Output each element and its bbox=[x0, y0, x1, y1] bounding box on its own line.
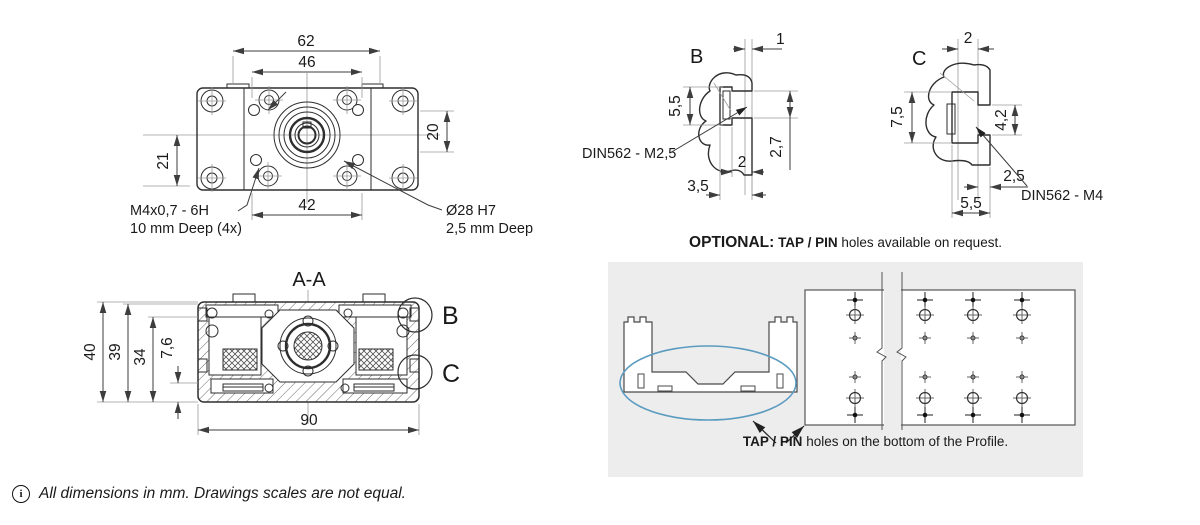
section-aa-title: A-A bbox=[292, 269, 326, 291]
detail-b-nut-label: DIN562 - M2,5 bbox=[582, 146, 676, 162]
footer-text: All dimensions in mm. Drawings scales ar… bbox=[39, 485, 406, 502]
detail-circle-c-label: C bbox=[442, 360, 460, 388]
detail-c-nut-label: DIN562 - M4 bbox=[1021, 188, 1103, 204]
break-line-left bbox=[876, 272, 887, 430]
dim-20-label: 20 bbox=[425, 123, 442, 141]
panel-caption: TAP / PIN holes on the bottom of the Pro… bbox=[668, 434, 1083, 449]
thread-label-line1: M4x0,7 - 6H bbox=[130, 203, 209, 219]
detail-c-chamfer-line bbox=[939, 72, 975, 102]
dim-39-label: 39 bbox=[107, 343, 124, 360]
tap-pin-hole-grid bbox=[846, 292, 1031, 423]
detail-b-chamfer-line bbox=[713, 82, 732, 112]
detail-b-title: B bbox=[690, 46, 703, 68]
dim-42-label: 42 bbox=[298, 197, 315, 214]
optional-heading: OPTIONAL: bbox=[689, 234, 775, 251]
dim-34-label: 34 bbox=[132, 348, 149, 366]
dim-b27-label: 2,7 bbox=[768, 136, 785, 158]
profile-cross-section bbox=[623, 316, 798, 393]
section-aa-features bbox=[197, 293, 420, 392]
caption-arrow-right bbox=[785, 425, 805, 444]
optional-panel: TAP / PIN holes on the bottom of the Pro… bbox=[608, 262, 1083, 477]
bore-leader-line bbox=[343, 160, 443, 211]
dim-b1-label: 1 bbox=[776, 31, 785, 48]
bore-label-line2: 2,5 mm Deep bbox=[446, 221, 533, 237]
detail-c-drawing: C 2 7,5 4,2 2,5 5,5 DIN562 - M4 bbox=[889, 30, 1103, 218]
optional-note: OPTIONAL: TAP / PIN holes available on r… bbox=[608, 234, 1083, 252]
thread-leader-arrow2 bbox=[267, 91, 287, 111]
detail-c-nut-leader bbox=[975, 126, 1028, 187]
thread-leader-line bbox=[237, 167, 260, 212]
dim-76-label: 7,6 bbox=[159, 337, 176, 359]
dim-c25-label: 2,5 bbox=[1003, 168, 1025, 185]
dim-46-label: 46 bbox=[298, 54, 315, 71]
break-line-right bbox=[896, 272, 907, 430]
panel-drawing bbox=[619, 270, 1076, 444]
bore-label-line1: Ø28 H7 bbox=[446, 203, 496, 219]
dim-c2-label: 2 bbox=[964, 30, 973, 47]
info-icon: i bbox=[12, 485, 30, 503]
section-aa-block-right bbox=[358, 348, 394, 371]
detail-b-drawing: B 1 5,5 2,7 2 3,5 DIN562 - M2,5 bbox=[582, 31, 798, 200]
hole-plate bbox=[804, 289, 1076, 426]
section-aa-drawing: A-A bbox=[82, 269, 460, 435]
detail-b-nut bbox=[722, 90, 731, 120]
top-view-drawing: 62 46 20 21 42 M4x0,7 - 6H 10 mm Deep (4… bbox=[130, 33, 533, 237]
caption-arrow-left bbox=[752, 420, 777, 444]
panel-caption-rest: holes on the bottom of the Profile. bbox=[806, 434, 1009, 449]
thread-label-line2: 10 mm Deep (4x) bbox=[130, 221, 242, 237]
highlight-ellipse bbox=[619, 345, 797, 421]
profile-details bbox=[637, 373, 784, 392]
detail-circle-c bbox=[397, 354, 433, 390]
detail-b-nut-leader bbox=[669, 106, 748, 154]
dim-b55-label: 5,5 bbox=[667, 95, 684, 117]
section-aa-block-left bbox=[222, 348, 258, 371]
detail-circle-b-label: B bbox=[442, 302, 459, 330]
dim-21-label: 21 bbox=[155, 152, 172, 169]
dim-62-label: 62 bbox=[297, 33, 314, 50]
dim-c55-label: 5,5 bbox=[960, 195, 982, 212]
detail-circle-b bbox=[397, 297, 433, 333]
detail-c-nut bbox=[946, 103, 956, 135]
panel-caption-bold: TAP / PIN bbox=[742, 434, 803, 449]
dim-c42-label: 4,2 bbox=[993, 109, 1010, 131]
optional-bold: TAP / PIN bbox=[778, 235, 838, 250]
dim-90-label: 90 bbox=[300, 412, 318, 429]
dim-40-label: 40 bbox=[82, 343, 99, 361]
break-gap bbox=[884, 270, 901, 432]
dim-c75-label: 7,5 bbox=[889, 106, 906, 128]
optional-rest: holes available on request. bbox=[841, 235, 1002, 250]
dim-b2-label: 2 bbox=[738, 154, 747, 171]
section-aa-center-bore bbox=[277, 315, 339, 377]
footer-note: i All dimensions in mm. Drawings scales … bbox=[12, 485, 406, 503]
dim-b35-label: 3,5 bbox=[687, 178, 709, 195]
top-view-body-outline bbox=[196, 87, 419, 191]
detail-c-title: C bbox=[912, 48, 926, 70]
top-view-tab-left bbox=[226, 83, 250, 89]
top-view-center-bore bbox=[273, 101, 341, 169]
